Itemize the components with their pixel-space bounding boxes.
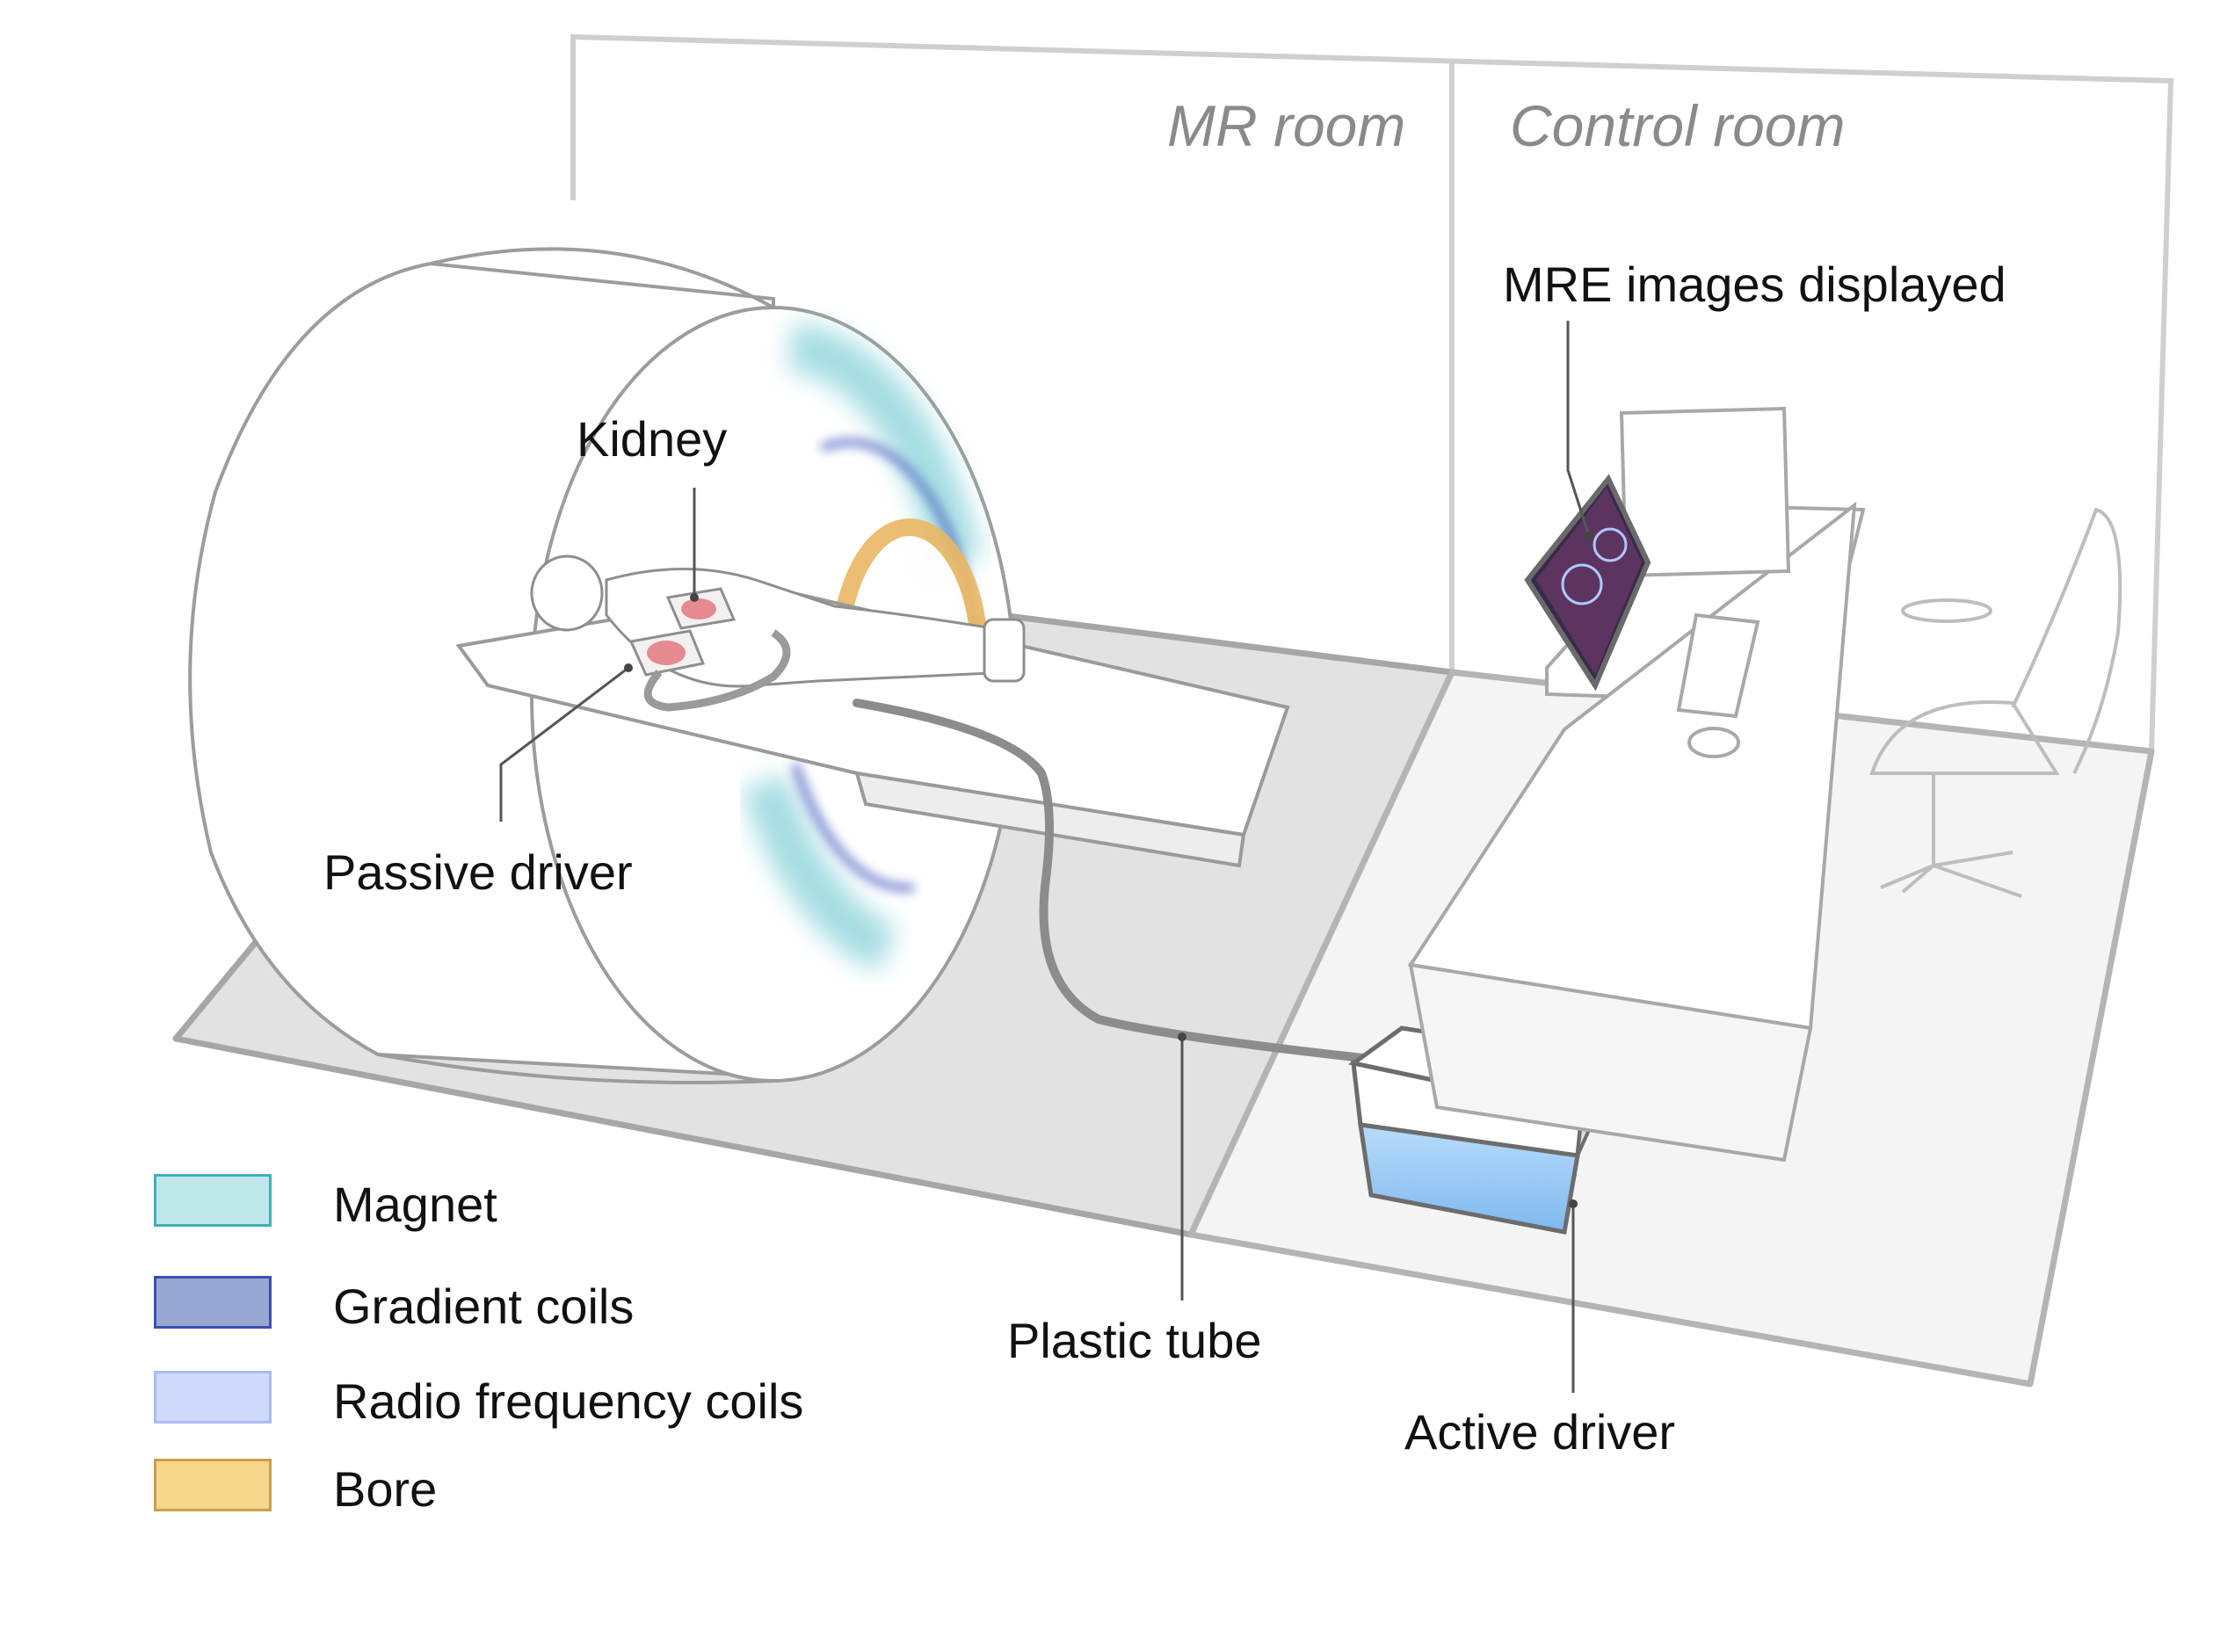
legend-swatch-gradient-coils (154, 1276, 272, 1329)
legend-item-rf-coils: Radio frequency coils (154, 1371, 945, 1429)
legend-label: Bore (333, 1461, 438, 1517)
legend-swatch-rf-coils (154, 1371, 272, 1424)
leader-lines (499, 321, 1591, 1393)
control-room-title: Control room (1510, 93, 1846, 158)
legend-label: Gradient coils (333, 1279, 635, 1334)
legend-item-bore: Bore (154, 1459, 945, 1517)
magnet-coil (788, 322, 982, 569)
legend-label: Magnet (333, 1177, 497, 1232)
mr-room-title: MR room (1167, 93, 1406, 158)
legend-item-gradient-coils: Gradient coils (154, 1276, 945, 1334)
label-passive-driver: Passive driver (323, 844, 633, 900)
label-mre-images: MRE images displayed (1503, 257, 2006, 312)
label-kidney: Kidney (577, 411, 728, 467)
gradient-coil-lower (791, 763, 915, 892)
legend-swatch-magnet (154, 1174, 272, 1227)
control-desk (1407, 406, 1866, 1163)
label-active-driver: Active driver (1404, 1404, 1676, 1460)
label-plastic-tube: Plastic tube (1007, 1313, 1262, 1368)
room-walls (570, 33, 2174, 752)
magnet-coil-lower (741, 774, 898, 972)
passive-driver-hose (643, 629, 791, 712)
legend-label: Radio frequency coils (333, 1373, 804, 1429)
kidney-pads (628, 587, 736, 677)
legend-item-magnet: Magnet (154, 1174, 945, 1232)
office-chair (1869, 507, 2122, 898)
legend-swatch-bore (154, 1459, 272, 1511)
